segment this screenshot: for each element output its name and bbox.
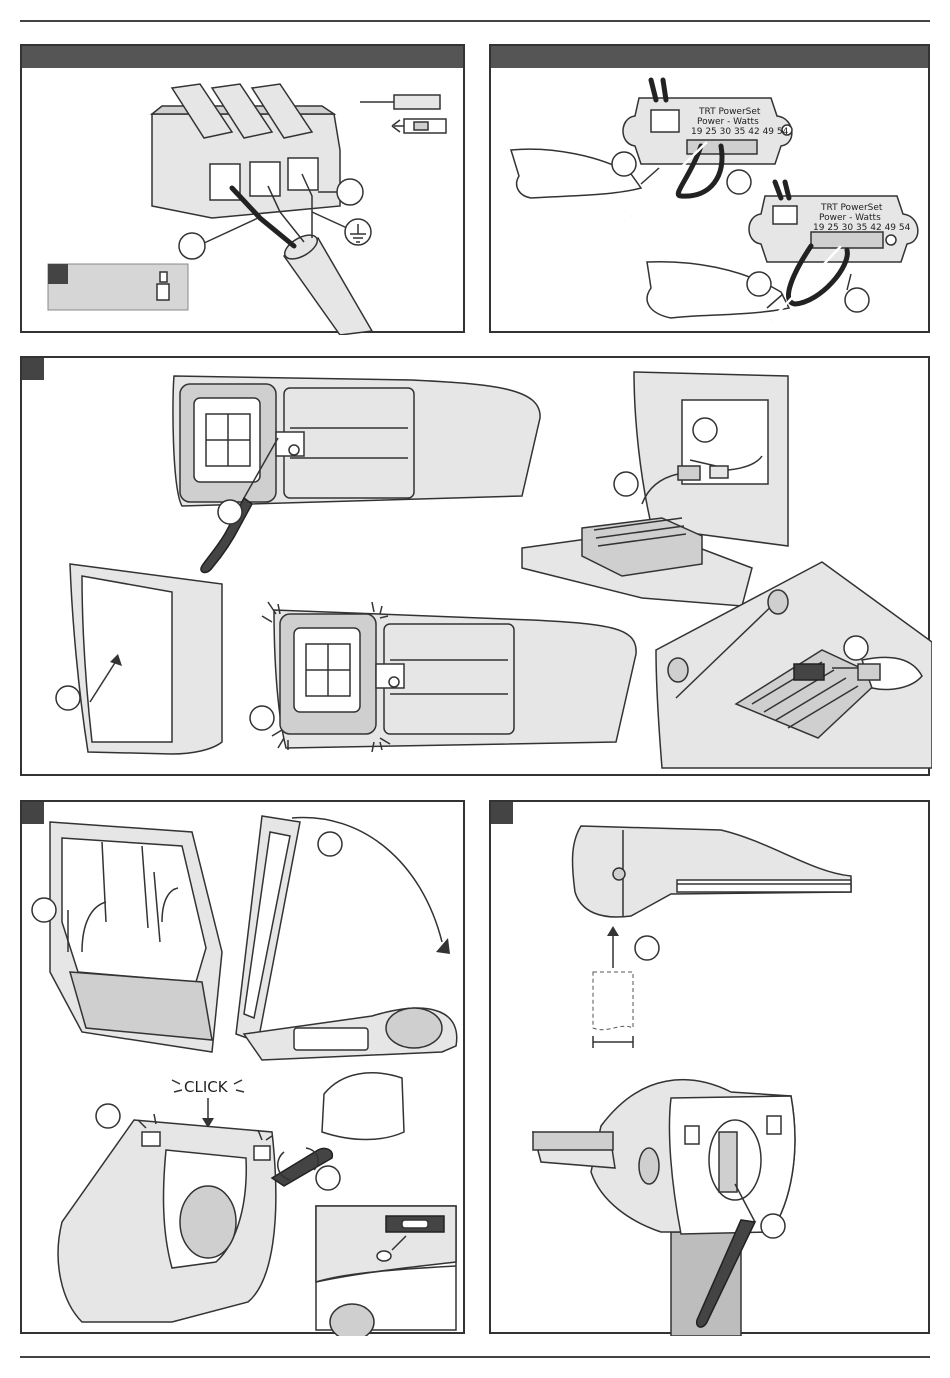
- panel-gear-tray: [20, 356, 930, 776]
- panel-housing: CLICK: [20, 800, 465, 1334]
- wire-icon: [360, 95, 440, 109]
- panel-pole-mount: [489, 800, 930, 1334]
- device-label-line1: TRT PowerSet: [698, 107, 761, 117]
- device-label-line2: Power - Watts: [697, 117, 759, 127]
- power-set-illustration: TRT PowerSet Power - Watts 19 25 30 35 4…: [491, 46, 932, 335]
- gear-tray-illustration: [22, 358, 932, 778]
- device-label-line3: 19 25 30 35 42 49 54: [691, 127, 789, 137]
- connector-icon: [392, 119, 446, 133]
- bottom-rule: [20, 1356, 930, 1358]
- panel-power-set: TRT PowerSet Power - Watts 19 25 30 35 4…: [489, 44, 930, 333]
- top-rule: [20, 20, 930, 22]
- housing-illustration: CLICK: [22, 802, 467, 1336]
- device-label-2-line1: TRT PowerSet: [820, 203, 883, 213]
- click-label: CLICK: [184, 1078, 229, 1096]
- device-label-2-line2: Power - Watts: [819, 213, 881, 223]
- panel-terminal-block: [20, 44, 465, 333]
- pole-mount-illustration: [491, 802, 932, 1336]
- terminal-block-illustration: [22, 46, 467, 335]
